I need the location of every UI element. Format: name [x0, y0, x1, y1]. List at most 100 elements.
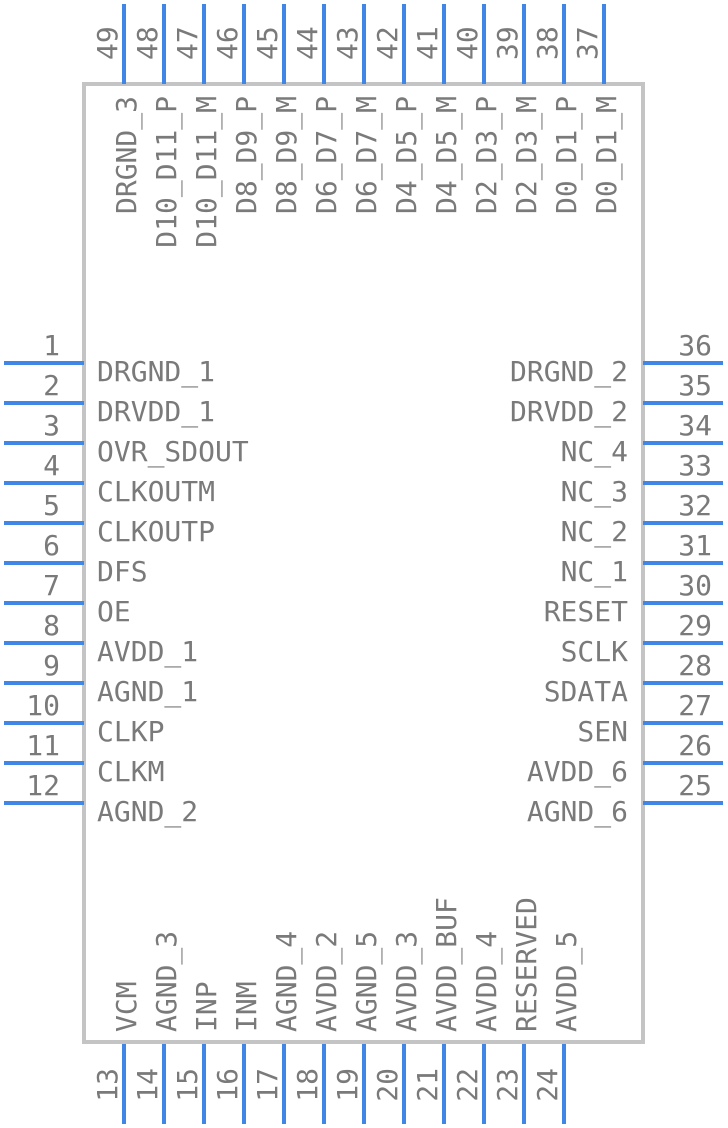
pin-11-number: 11	[26, 729, 60, 762]
pin-28-number: 28	[678, 649, 712, 682]
pin-22-label: AVDD_4	[470, 931, 504, 1032]
pin-2-number: 2	[43, 369, 60, 402]
pin-11-label: CLKM	[97, 755, 164, 788]
pin-37-label: D0_D1_M	[590, 96, 624, 214]
pin-17-label: AGND_4	[270, 931, 304, 1032]
pin-20-number: 20	[371, 1068, 404, 1102]
pin-27-number: 27	[678, 689, 712, 722]
pin-7-number: 7	[43, 569, 60, 602]
pin-45-number: 45	[251, 26, 284, 60]
pin-46-number: 46	[211, 26, 244, 60]
pin-38-label: D0_D1_P	[550, 96, 584, 214]
pin-16-number: 16	[211, 1068, 244, 1102]
pin-15-number: 15	[171, 1068, 204, 1102]
pin-20-label: AVDD_3	[390, 931, 424, 1032]
pin-21-number: 21	[411, 1068, 444, 1102]
pin-40-number: 40	[451, 26, 484, 60]
pin-19-label: AGND_5	[350, 931, 384, 1032]
pin-37-number: 37	[571, 26, 604, 60]
pin-49-number: 49	[91, 26, 124, 60]
pin-4-label: CLKOUTM	[97, 475, 215, 508]
pin-10-label: CLKP	[97, 715, 164, 748]
pin-39-label: D2_D3_M	[510, 96, 544, 214]
pin-15-label: INP	[190, 981, 223, 1032]
pin-30-label: RESET	[544, 595, 628, 628]
pin-3-number: 3	[43, 409, 60, 442]
pin-34-number: 34	[678, 409, 712, 442]
pin-27-label: SEN	[577, 715, 628, 748]
pin-26-number: 26	[678, 729, 712, 762]
pin-39-number: 39	[491, 26, 524, 60]
pin-9-number: 9	[43, 649, 60, 682]
pin-32-label: NC_2	[561, 515, 628, 549]
pin-23-number: 23	[491, 1068, 524, 1102]
pin-35-number: 35	[678, 369, 712, 402]
pin-22-number: 22	[451, 1068, 484, 1102]
pin-29-label: SCLK	[561, 635, 629, 668]
pin-47-number: 47	[171, 26, 204, 60]
pin-36-label: DRGND_2	[510, 355, 628, 389]
pin-2-label: DRVDD_1	[97, 395, 215, 429]
pin-28-label: SDATA	[544, 675, 628, 708]
pin-24-label: AVDD_5	[550, 931, 584, 1032]
pin-24-number: 24	[531, 1068, 564, 1102]
pin-1-number: 1	[43, 329, 60, 362]
pin-21-label: AVDD_BUF	[430, 897, 464, 1032]
pin-30-number: 30	[678, 569, 712, 602]
pin-26-label: AVDD_6	[527, 755, 628, 789]
pin-44-label: D6_D7_P	[310, 96, 344, 214]
pin-25-label: AGND_6	[527, 795, 628, 829]
pin-6-number: 6	[43, 529, 60, 562]
pin-49-label: DRGND_3	[110, 96, 144, 214]
pin-38-number: 38	[531, 26, 564, 60]
pin-35-label: DRVDD_2	[510, 395, 628, 429]
pin-3-label: OVR_SDOUT	[97, 435, 249, 469]
pin-33-number: 33	[678, 449, 712, 482]
pin-16-label: INM	[230, 981, 263, 1032]
pin-14-number: 14	[131, 1068, 164, 1102]
pin-5-label: CLKOUTP	[97, 515, 215, 548]
pin-46-label: D8_D9_P	[230, 96, 264, 214]
pin-14-label: AGND_3	[150, 931, 184, 1032]
pin-19-number: 19	[331, 1068, 364, 1102]
pin-25-number: 25	[678, 769, 712, 802]
pin-17-number: 17	[251, 1068, 284, 1102]
pin-43-number: 43	[331, 26, 364, 60]
pin-32-number: 32	[678, 489, 712, 522]
pin-47-label: D10_D11_M	[190, 96, 224, 248]
pin-29-number: 29	[678, 609, 712, 642]
pin-5-number: 5	[43, 489, 60, 522]
pin-18-number: 18	[291, 1068, 324, 1102]
pin-13-number: 13	[91, 1068, 124, 1102]
pin-41-number: 41	[411, 26, 444, 60]
pin-34-label: NC_4	[561, 435, 628, 469]
pin-43-label: D6_D7_M	[350, 96, 384, 214]
pin-41-label: D4_D5_M	[430, 96, 464, 214]
pin-42-number: 42	[371, 26, 404, 60]
pin-8-label: AVDD_1	[97, 635, 198, 669]
pin-31-number: 31	[678, 529, 712, 562]
pin-31-label: NC_1	[561, 555, 628, 589]
pin-23-label: RESERVED	[510, 897, 543, 1032]
pin-42-label: D4_D5_P	[390, 96, 424, 214]
pin-40-label: D2_D3_P	[470, 96, 504, 214]
pin-1-label: DRGND_1	[97, 355, 215, 389]
pin-18-label: AVDD_2	[310, 931, 344, 1032]
pin-12-label: AGND_2	[97, 795, 198, 829]
pin-4-number: 4	[43, 449, 60, 482]
pin-48-label: D10_D11_P	[150, 96, 184, 248]
pin-13-label: VCM	[110, 981, 143, 1032]
pin-12-number: 12	[26, 769, 60, 802]
pin-36-number: 36	[678, 329, 712, 362]
pin-33-label: NC_3	[561, 475, 628, 509]
pin-6-label: DFS	[97, 555, 148, 588]
pin-9-label: AGND_1	[97, 675, 198, 709]
pin-48-number: 48	[131, 26, 164, 60]
pin-45-label: D8_D9_M	[270, 96, 304, 214]
pin-8-number: 8	[43, 609, 60, 642]
pin-44-number: 44	[291, 26, 324, 60]
pin-7-label: OE	[97, 595, 131, 628]
pin-10-number: 10	[26, 689, 60, 722]
